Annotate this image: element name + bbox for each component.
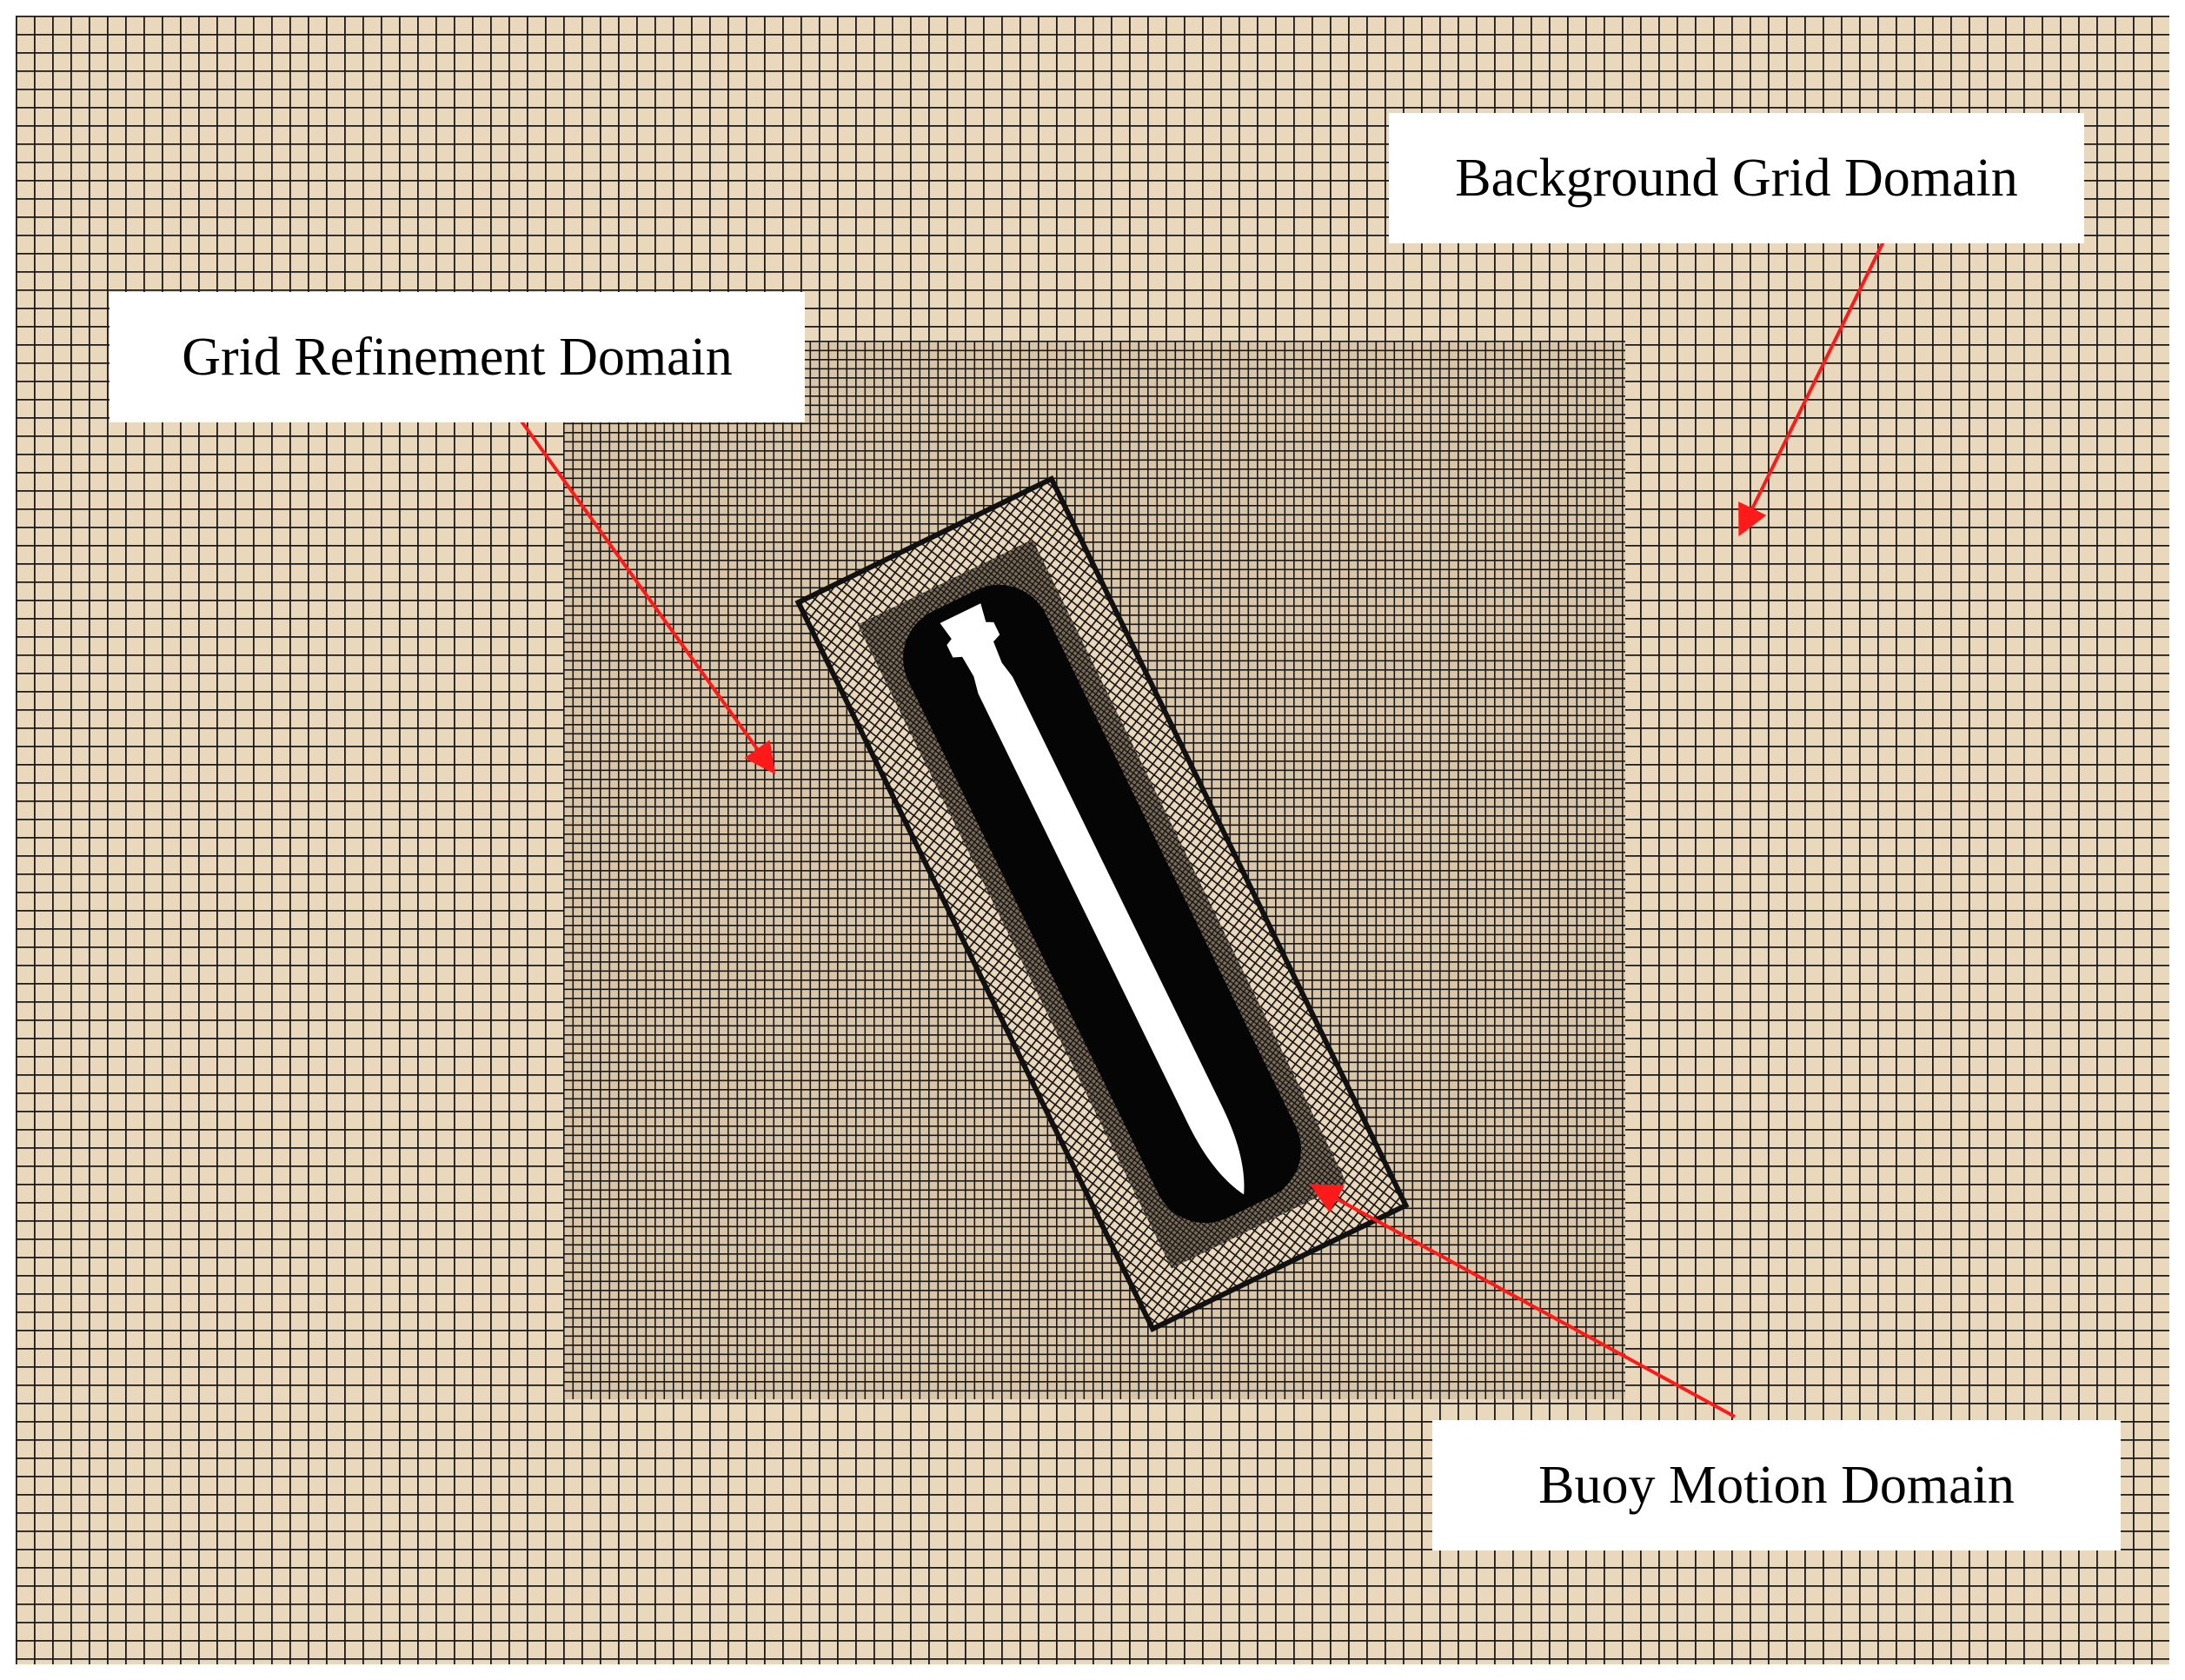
arrow-buoy xyxy=(1309,1184,1736,1418)
buoy-motion-domain xyxy=(794,475,1410,1332)
buoy-body xyxy=(940,603,1245,1195)
arrow-background xyxy=(1738,239,1886,537)
buoy-motion-domain-label: Buoy Motion Domain xyxy=(1432,1420,2121,1551)
background-grid-domain-label: Background Grid Domain xyxy=(1389,113,2084,243)
grid-refinement-domain-label: Grid Refinement Domain xyxy=(110,292,805,422)
arrow-refinement xyxy=(518,417,776,774)
